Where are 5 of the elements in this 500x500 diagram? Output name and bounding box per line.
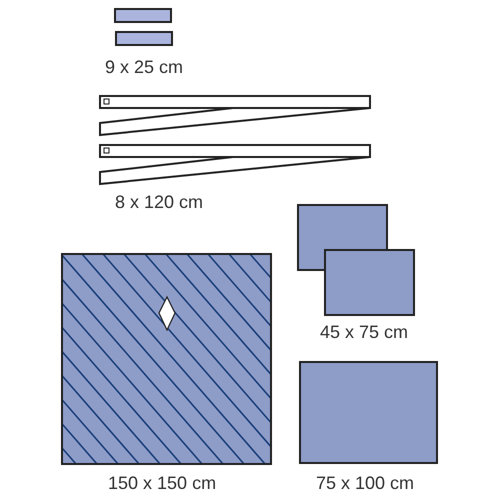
dimension-label: 45 x 75 cm — [320, 322, 408, 342]
dimension-label: 9 x 25 cm — [105, 57, 184, 77]
dimension-label: 8 x 120 cm — [115, 192, 204, 212]
dimension-label: 150 x 150 cm — [108, 473, 216, 493]
dimension-label: 75 x 100 cm — [316, 473, 414, 493]
